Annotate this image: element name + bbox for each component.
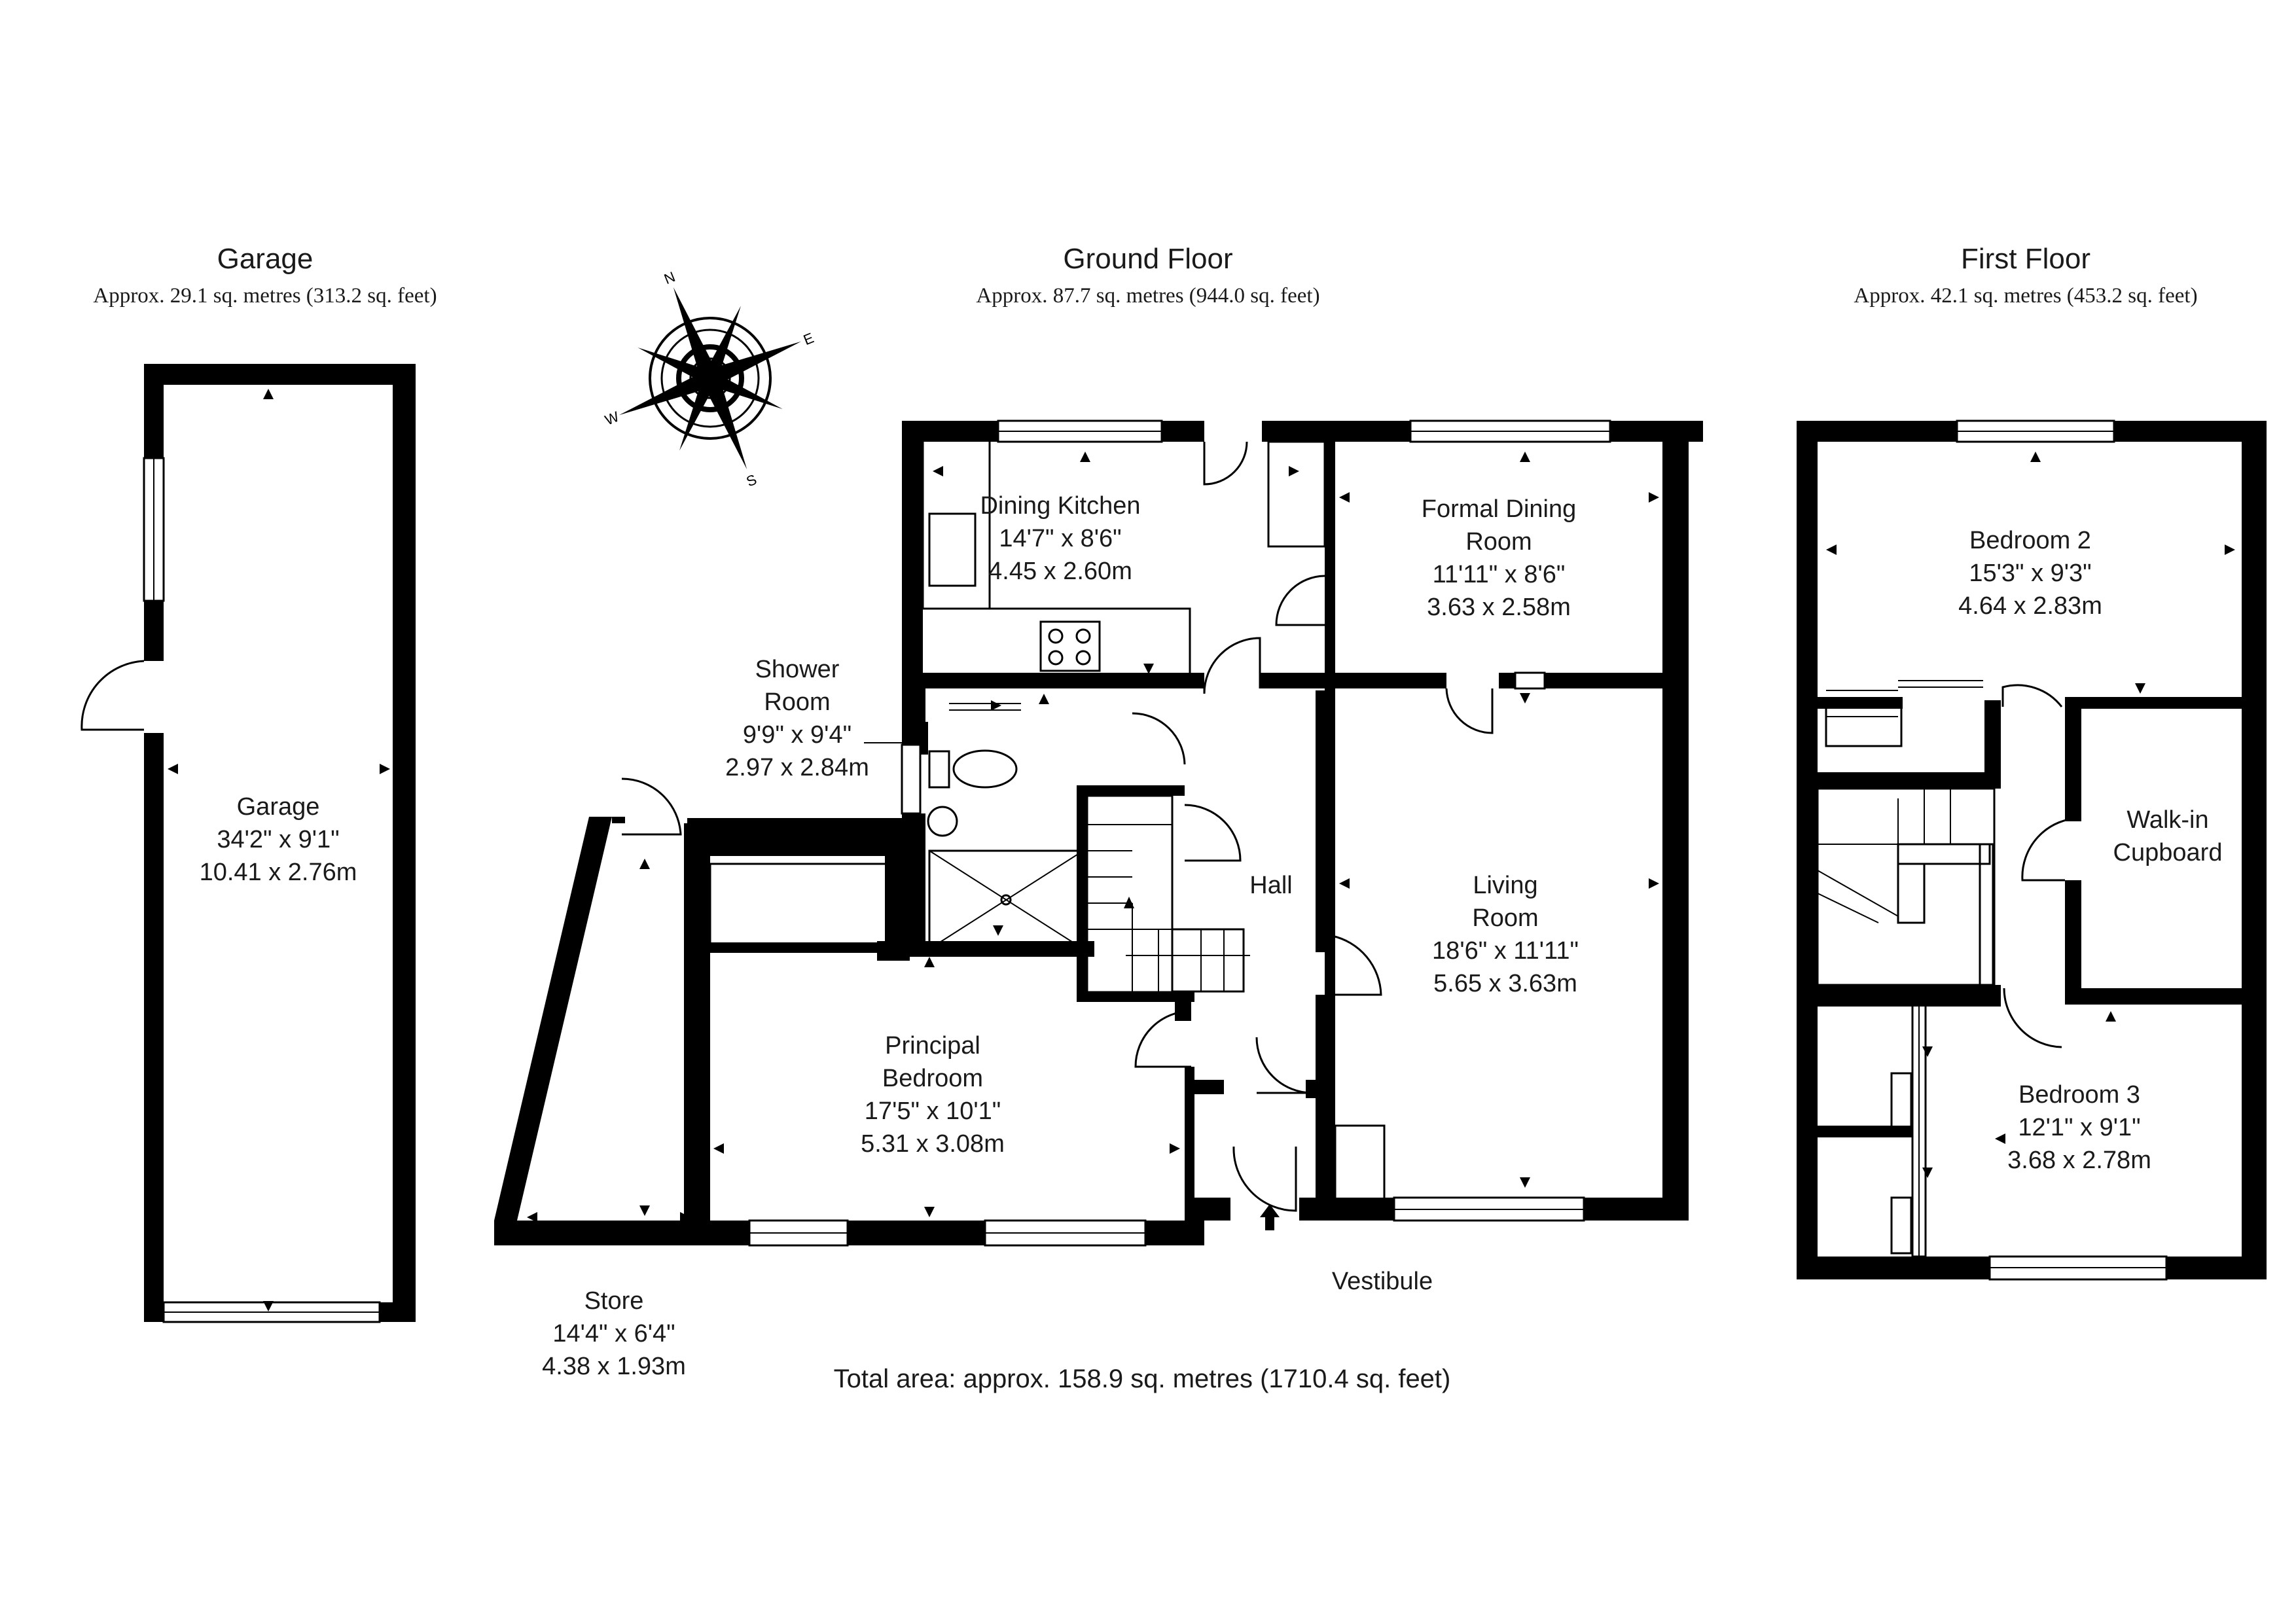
living-room-metric: 5.65 x 3.63m xyxy=(1433,970,1577,997)
ground-floor-area: Approx. 87.7 sq. metres (944.0 sq. feet) xyxy=(976,284,1319,308)
compass-e: E xyxy=(801,329,816,348)
garage-floor-title: Garage xyxy=(217,243,314,275)
shower-room-metric: 2.97 x 2.84m xyxy=(725,754,869,781)
living-room-name-2: Room xyxy=(1472,904,1538,932)
bedroom-3-name: Bedroom 3 xyxy=(2018,1081,2140,1109)
walk-in-name-2: Cupboard xyxy=(2113,839,2223,866)
principal-bedroom-imperial: 17'5" x 10'1" xyxy=(865,1097,1001,1125)
store-metric: 4.38 x 1.93m xyxy=(542,1353,686,1380)
garage-name: Garage xyxy=(237,793,320,821)
garage-imperial: 34'2" x 9'1" xyxy=(217,826,339,853)
first-floor-plan xyxy=(1797,419,2267,1281)
store-name: Store xyxy=(584,1287,644,1315)
vestibule-name: Vestibule xyxy=(1332,1268,1433,1295)
living-room-imperial: 18'6" x 11'11" xyxy=(1432,937,1579,965)
bedroom-2-name: Bedroom 2 xyxy=(1969,527,2091,554)
ground-floor-title: Ground Floor xyxy=(1063,243,1232,275)
garage-metric: 10.41 x 2.76m xyxy=(200,859,357,886)
compass-s: S xyxy=(744,471,759,490)
first-floor-area: Approx. 42.1 sq. metres (453.2 sq. feet) xyxy=(1854,284,2197,308)
formal-dining-name-2: Room xyxy=(1465,528,1532,556)
formal-dining-name-1: Formal Dining xyxy=(1422,495,1577,523)
bedroom-3-imperial: 12'1" x 9'1" xyxy=(2018,1114,2140,1141)
bedroom-3-metric: 3.68 x 2.78m xyxy=(2007,1147,2151,1174)
shower-room-name-1: Shower xyxy=(755,656,840,683)
principal-bedroom-name-2: Bedroom xyxy=(882,1065,983,1092)
store-imperial: 14'4" x 6'4" xyxy=(552,1320,675,1347)
principal-bedroom-metric: 5.31 x 3.08m xyxy=(861,1130,1005,1158)
walk-in-name-1: Walk-in xyxy=(2126,806,2208,834)
formal-dining-imperial: 11'11" x 8'6" xyxy=(1433,561,1566,588)
hall-name: Hall xyxy=(1249,872,1292,899)
principal-bedroom-name-1: Principal xyxy=(885,1032,980,1060)
shower-room-name-2: Room xyxy=(764,688,830,716)
formal-dining-metric: 3.63 x 2.58m xyxy=(1427,594,1571,621)
compass-rose-icon: N E S W xyxy=(603,268,816,490)
dining-kitchen-name: Dining Kitchen xyxy=(980,492,1140,520)
ground-floor-plan xyxy=(494,419,1703,1247)
bedroom-2-imperial: 15'3" x 9'3" xyxy=(1969,560,2091,587)
living-room-name-1: Living xyxy=(1473,872,1537,899)
garage-plan xyxy=(81,364,416,1323)
first-floor-title: First Floor xyxy=(1961,243,2090,275)
compass-n: N xyxy=(662,268,677,287)
dining-kitchen-metric: 4.45 x 2.60m xyxy=(988,558,1132,585)
dining-kitchen-imperial: 14'7" x 8'6" xyxy=(999,525,1121,552)
bedroom-2-metric: 4.64 x 2.83m xyxy=(1958,592,2102,620)
garage-floor-area: Approx. 29.1 sq. metres (313.2 sq. feet) xyxy=(93,284,437,308)
compass-w: W xyxy=(603,408,622,429)
shower-room-imperial: 9'9" x 9'4" xyxy=(743,721,852,749)
total-area: Total area: approx. 158.9 sq. metres (17… xyxy=(834,1364,1451,1393)
